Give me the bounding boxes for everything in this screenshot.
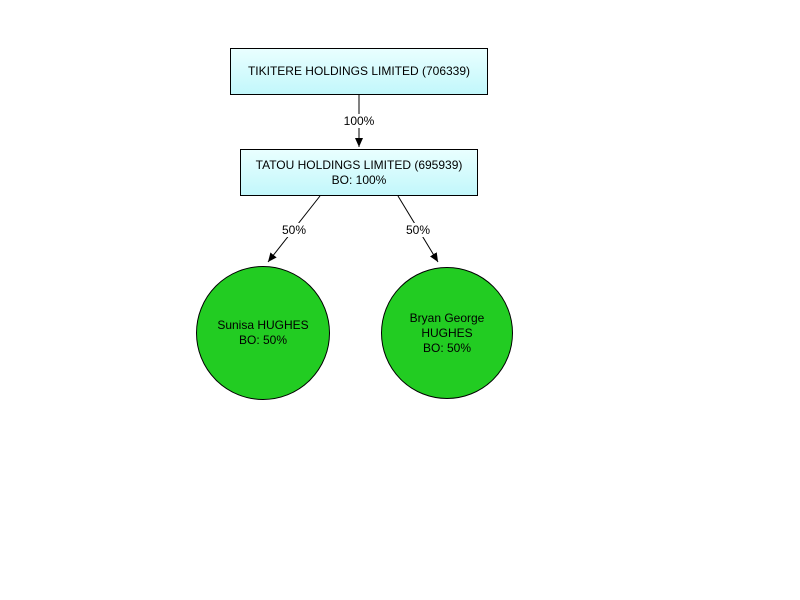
company-name-label: TATOU HOLDINGS LIMITED (695939)	[255, 157, 463, 172]
person-name-label-2: HUGHES	[421, 325, 473, 340]
node-company-tikitere-holdings: TIKITERE HOLDINGS LIMITED (706339)	[230, 48, 488, 95]
beneficial-ownership-label: BO: 100%	[331, 172, 387, 187]
person-name-label: Bryan George	[409, 310, 485, 325]
person-name-label: Sunisa HUGHES	[217, 318, 309, 332]
node-person-sunisa-hughes: Sunisa HUGHES BO: 50%	[196, 266, 330, 400]
edge-percentage-label-50-left: 50%	[279, 223, 309, 237]
company-name-label: TIKITERE HOLDINGS LIMITED (706339)	[247, 64, 471, 78]
beneficial-ownership-label: BO: 50%	[238, 333, 288, 347]
node-company-tatou-holdings: TATOU HOLDINGS LIMITED (695939) BO: 100%	[240, 149, 478, 196]
beneficial-ownership-label: BO: 50%	[422, 340, 472, 355]
edge-percentage-label-50-right: 50%	[403, 223, 433, 237]
node-person-bryan-hughes: Bryan George HUGHES BO: 50%	[381, 267, 513, 399]
edge-percentage-label-100: 100%	[341, 114, 377, 128]
